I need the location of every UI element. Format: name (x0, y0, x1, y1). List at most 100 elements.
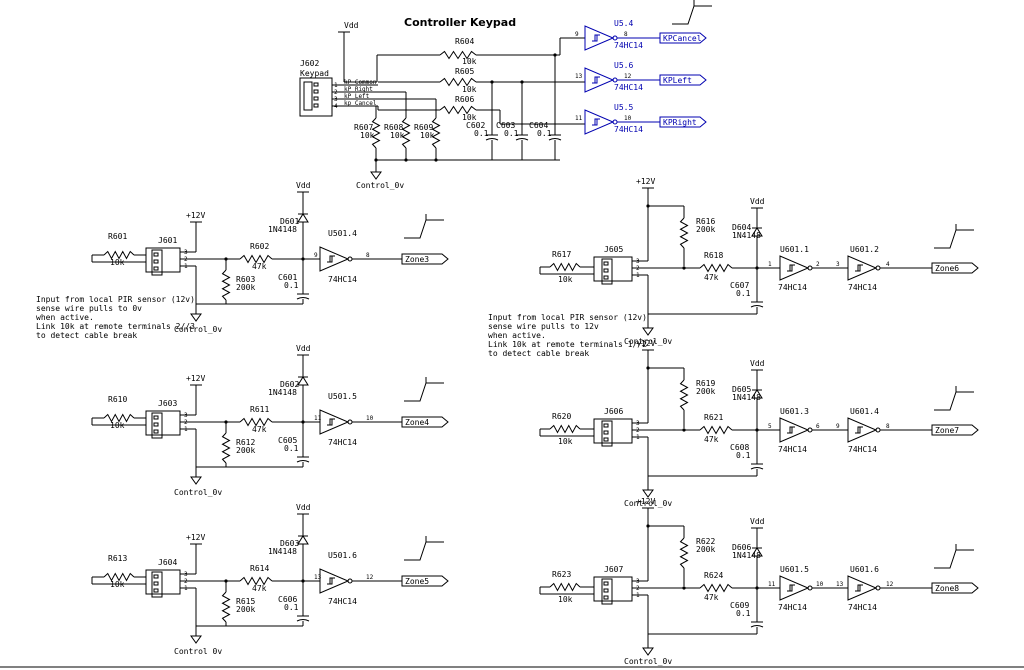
cap-ref: C607 (730, 281, 749, 290)
series-resistor-ref: R602 (250, 242, 269, 251)
pin-number: 3 (636, 578, 640, 585)
connector-pin (313, 82, 319, 87)
connector-block (601, 258, 613, 285)
series-resistor-value: 47k (252, 262, 267, 271)
gate-part: 74HC14 (328, 597, 357, 606)
link-resistor-value: 10k (558, 275, 573, 284)
connector-pin (153, 422, 159, 427)
series-resistor-ref: R611 (250, 405, 269, 414)
diode-ref: D606 (732, 543, 751, 552)
keypad-ground (370, 171, 382, 180)
connector-block (601, 578, 613, 605)
connector-pin (153, 252, 159, 257)
waveform-icon (934, 549, 974, 569)
pulldown-value: 10k (420, 131, 435, 140)
link-resistor (549, 424, 581, 434)
keypad-net-flag (659, 116, 707, 128)
cap-value: 0.1 (474, 129, 489, 138)
gate-part: 74HC14 (778, 283, 807, 292)
cap-ref: C602 (466, 121, 485, 130)
gate-part: 74HC14 (848, 445, 877, 454)
series-resistor (699, 263, 733, 273)
pulldown-ref: R607 (354, 123, 373, 132)
link-resistor-ref: R613 (108, 554, 127, 563)
supply-label: +12V (636, 177, 655, 186)
cap-ref: C604 (529, 121, 548, 130)
diode-ref: D604 (732, 223, 751, 232)
waveform-icon (404, 219, 444, 239)
gate-pin: 2 (816, 261, 820, 268)
link-resistor (103, 250, 135, 260)
gate-pin-out: 8 (624, 31, 628, 38)
pulldown-resistor (221, 591, 231, 623)
note-right-line: to detect cable break (488, 349, 589, 358)
pulldown-resistor (221, 269, 231, 301)
link-resistor-ref: R620 (552, 412, 571, 421)
pullup-resistor (679, 379, 689, 411)
zone-net-flag (931, 424, 979, 436)
page-title: Controller Keypad (404, 16, 516, 29)
pin-number: 3 (184, 412, 188, 419)
pulldown-ref: R609 (414, 123, 433, 132)
series-resistor-ref: R614 (250, 564, 269, 573)
cap-value: 0.1 (504, 129, 519, 138)
schmitt-icon (789, 584, 795, 592)
diode-part: 1N4148 (268, 225, 297, 234)
connector-pin (603, 588, 609, 593)
series-resistor-ref: R618 (704, 251, 723, 260)
gate-part: 74HC14 (778, 603, 807, 612)
cap-value: 0.1 (537, 129, 552, 138)
gate-pin-in: 9 (314, 252, 318, 259)
gate-ref: U501.4 (328, 229, 357, 238)
gate-pin-out: 8 (366, 252, 370, 259)
zone-net-flag-label: Zone5 (405, 577, 429, 586)
keypad-gate-2 (584, 109, 615, 135)
gate-ref: U5.4 (614, 19, 633, 28)
vdd-label: Vdd (296, 344, 311, 353)
junction-dot (682, 586, 686, 590)
schmitt-icon (594, 34, 600, 42)
waveform-icon (934, 391, 974, 411)
pin-number: 3 (184, 571, 188, 578)
zone-net-flag (931, 262, 979, 274)
cap-value: 0.1 (736, 289, 751, 298)
zone-ground (642, 489, 654, 498)
connector-pin (603, 437, 609, 442)
link-resistor (103, 413, 135, 423)
cap (515, 138, 529, 141)
pir-connector (593, 256, 633, 282)
connector-ref: J606 (604, 407, 623, 416)
gate-pin-out: 12 (624, 73, 632, 80)
diode-part: 1N4148 (732, 551, 761, 560)
note-left-line: sense wire pulls to 0v (36, 304, 142, 313)
cap-ref: C609 (730, 601, 749, 610)
connector-pin (603, 268, 609, 273)
pullup-ref: R616 (696, 217, 715, 226)
keypad-gate-1 (584, 67, 615, 93)
ground-label: Control_0v (624, 337, 672, 346)
zone-ground (190, 476, 202, 485)
connector-ref: J605 (604, 245, 623, 254)
junction-dot (490, 80, 494, 84)
r604-value: 10k (462, 57, 477, 66)
series-resistor-ref: R621 (704, 413, 723, 422)
note-left-line: when active. (36, 313, 94, 322)
note-left-line: to detect cable break (36, 331, 137, 340)
diode-part: 1N4148 (732, 393, 761, 402)
cap (548, 138, 562, 141)
schmitt-icon (594, 118, 600, 126)
r606-resistor (439, 105, 477, 115)
clamp-diode (297, 376, 309, 386)
connector-ref: J601 (158, 236, 177, 245)
gate-pin-out: 10 (624, 115, 632, 122)
gate1-ref: U601.3 (780, 407, 809, 416)
gate2-ref: U601.4 (850, 407, 879, 416)
cap-value: 0.1 (284, 603, 299, 612)
wire-label: kp_Cancel (344, 100, 377, 107)
gate-pin: 11 (768, 581, 776, 588)
pir-connector (145, 247, 181, 273)
zone-gate-1 (779, 417, 810, 443)
gate-part: 74HC14 (614, 83, 643, 92)
zone-net-flag (401, 253, 449, 265)
